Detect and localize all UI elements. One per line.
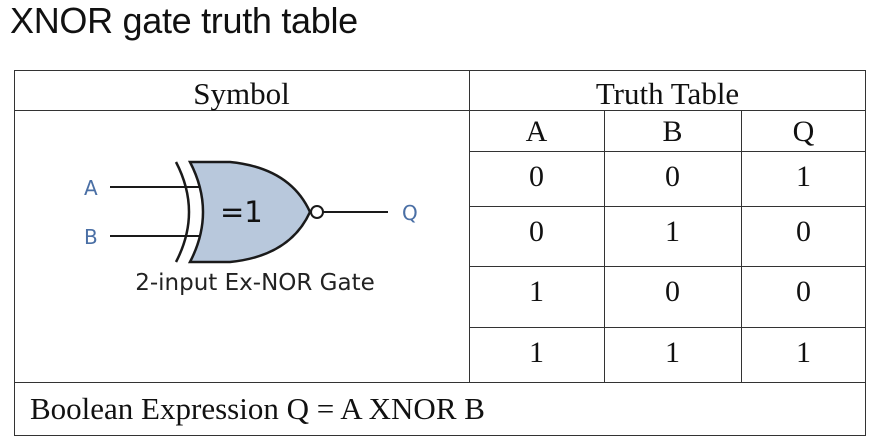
table-cell-r4-q: 1 [796,336,811,369]
table-cell-r3-q: 0 [796,275,811,308]
table-cell-r2-a: 0 [529,215,544,248]
table-cell-r2-b: 1 [665,215,680,248]
col-divider-ab [604,110,605,382]
table-frame [14,70,866,436]
table-cell-r2-q: 0 [796,215,811,248]
table-cell-r1-a: 0 [529,160,544,193]
boolean-expression: Boolean Expression Q = A XNOR B [30,391,485,426]
gate-body [187,160,312,264]
column-header-a: A [525,115,548,148]
row-divider-1 [469,151,866,152]
input-b-label: B [84,225,98,249]
table-cell-r1-q: 1 [796,160,811,193]
gate-caption: 2-input Ex-NOR Gate [135,270,375,296]
col-divider-bq [741,110,742,382]
xnor-gate-symbol: A B =1 Q [84,160,418,264]
symbol-header: Symbol [193,76,290,111]
table-cell-r4-a: 1 [529,336,544,369]
row-divider-4 [469,327,866,328]
truth-table-header: Truth Table [595,76,740,111]
header-divider [14,110,866,111]
column-header-b: B [662,115,683,148]
output-q-label: Q [402,201,418,225]
xnor-extra-curve [174,161,191,263]
page-title: XNOR gate truth table [10,0,358,41]
column-header-q: Q [792,115,815,148]
table-cell-r3-a: 1 [529,275,544,308]
inversion-bubble [310,205,324,219]
table-cell-r4-b: 1 [665,336,680,369]
symbol-divider [469,70,470,382]
table-cell-r3-b: 0 [665,275,680,308]
row-divider-3 [469,266,866,267]
gate-symbol-text: =1 [220,195,263,229]
table-cell-r1-b: 0 [665,160,680,193]
input-a-label: A [84,176,98,200]
boolean-divider [14,382,866,383]
row-divider-2 [469,206,866,207]
